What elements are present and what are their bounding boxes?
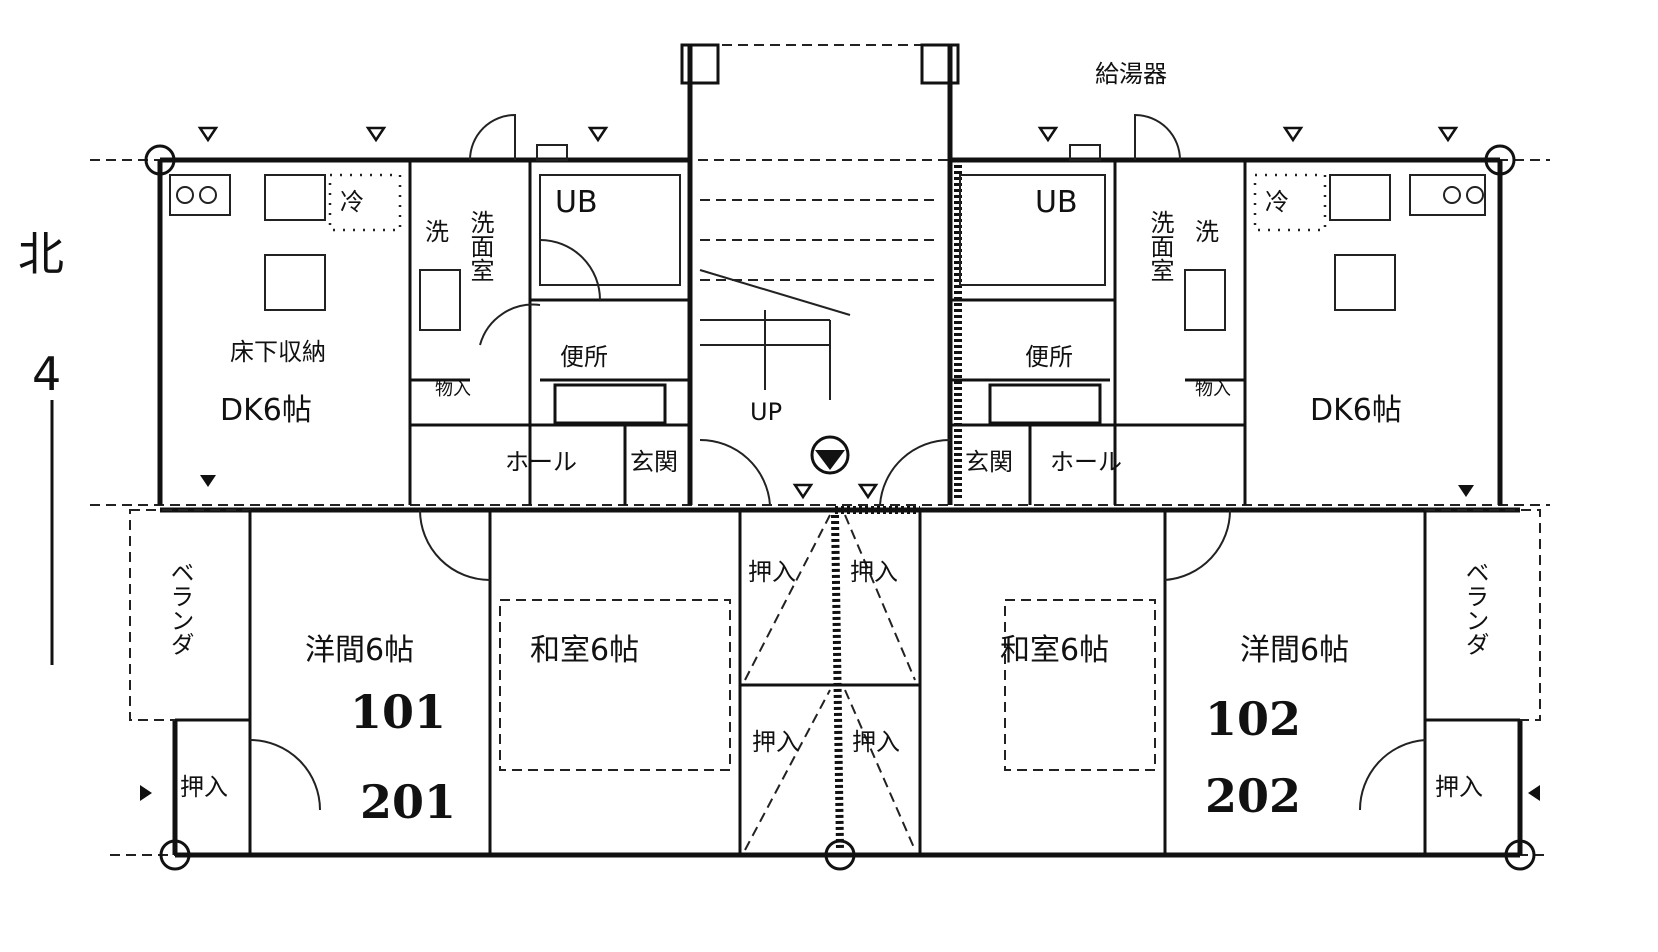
window-markers [140,126,1540,801]
meter-icon [810,435,850,475]
room-number-102: 102 [1205,692,1301,746]
toilet-label-left: 便所 [560,343,608,371]
washroom-label-left: 洗面室 [466,210,494,282]
stair-up-label: UP [750,398,782,426]
closet-lower-label-right: 押入 [852,728,900,756]
stove-icon [169,174,231,216]
washer-label-right: 洗 [1195,218,1219,246]
underfloor-hatch-icon [264,254,326,311]
sink-icon [264,174,326,221]
room-number-101: 101 [350,685,446,739]
room-labels: 給湯器 UP 冷 洗 洗面室 UB 便所 物入 床下収納 DK6帖 ホール 玄関… [166,60,1489,829]
washroom-label-right: 洗面室 [1146,210,1174,282]
hall-label-right: ホール [1050,448,1122,476]
room-number-201: 201 [360,775,456,829]
storage-label-left: 物入 [435,379,471,400]
closet-corner-label-left: 押入 [180,773,228,801]
toilet-label-right: 便所 [1025,343,1073,371]
closet-corner-label-right: 押入 [1435,773,1483,801]
underfloor-label-left: 床下収納 [230,338,326,366]
fridge-label-left: 冷 [340,188,364,216]
entrance-label-right: 玄関 [965,448,1013,476]
bathtub-icon [539,174,681,286]
japanese-room-label-left: 和室6帖 [530,633,639,668]
hall-label-left: ホール [505,448,577,476]
bath-label-right: UB [1035,185,1078,220]
dk-label-right: DK6帖 [1310,393,1402,428]
dk-label-left: DK6帖 [220,393,312,428]
water-heater-label: 給湯器 [1095,60,1167,88]
room-number-202: 202 [1205,769,1301,823]
balcony-label-left: ベランダ [166,560,194,656]
western-room-label-left: 洋間6帖 [305,633,414,668]
washer-label-left: 洗 [425,218,449,246]
japanese-room-label-right: 和室6帖 [1000,633,1109,668]
storage-label-right: 物入 [1195,379,1231,400]
north-label: 北 [18,227,64,281]
entrance-label-left: 玄関 [630,448,678,476]
closet-upper-label-left: 押入 [748,558,796,586]
fixtures [169,113,1486,811]
walls [129,43,1541,871]
bath-label-left: UB [555,185,598,220]
north-indicator: 北 4 [18,227,64,665]
balcony-label-right: ベランダ [1461,560,1489,656]
closet-lower-label-left: 押入 [752,728,800,756]
north-arrow-head: 4 [32,347,61,401]
western-room-label-right: 洋間6帖 [1240,633,1349,668]
closet-upper-label-right: 押入 [850,558,898,586]
washbasin-icon [419,269,461,331]
fridge-label-right: 冷 [1265,188,1289,216]
